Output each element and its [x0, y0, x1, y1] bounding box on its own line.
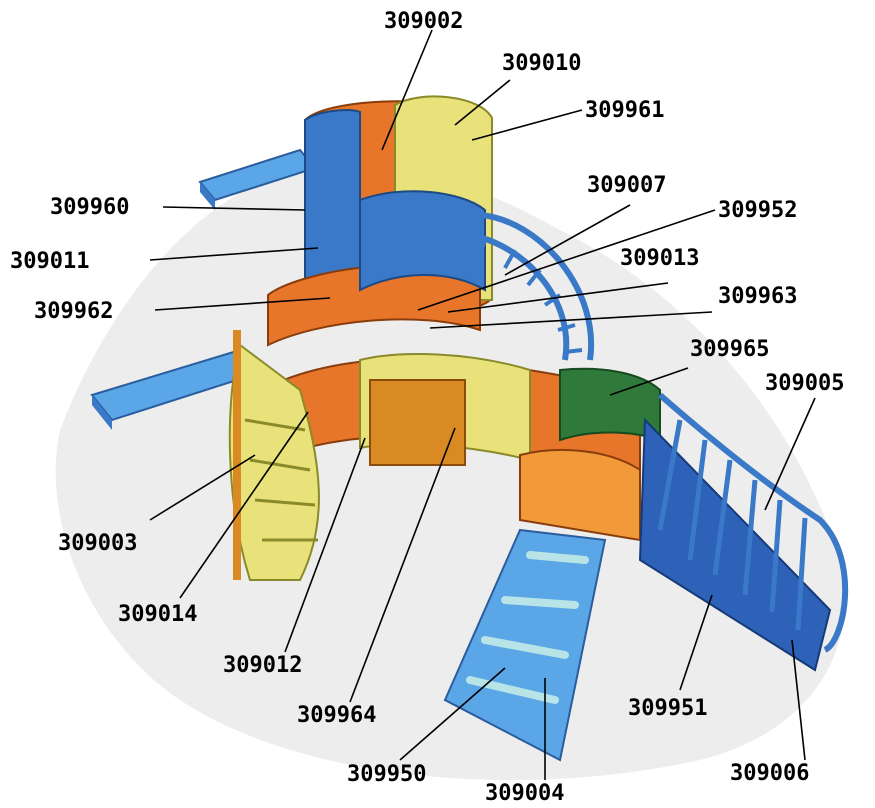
- leader-309003: [149, 454, 256, 521]
- part-label-309961: 309961: [585, 98, 664, 123]
- leader-309962: [154, 297, 331, 311]
- spiral-ladder: [228, 330, 320, 581]
- leader-309005: [764, 397, 816, 511]
- part-label-309003: 309003: [58, 531, 137, 556]
- part-label-309965: 309965: [690, 337, 769, 362]
- part-label-309964: 309964: [297, 703, 376, 728]
- leader-309014: [179, 411, 309, 599]
- part-label-309963: 309963: [718, 284, 797, 309]
- leader-309960: [162, 206, 306, 211]
- leader-309007: [504, 204, 631, 276]
- part-label-309014: 309014: [118, 602, 197, 627]
- part-label-309012: 309012: [223, 653, 302, 678]
- part-label-309006: 309006: [730, 761, 809, 786]
- leader-309950: [399, 667, 506, 761]
- leader-309006: [791, 639, 806, 761]
- part-label-309950: 309950: [347, 762, 426, 787]
- leader-309952: [417, 209, 716, 311]
- leader-309013: [447, 282, 669, 313]
- part-label-309004: 309004: [485, 781, 564, 806]
- arch-ladder: [469, 212, 595, 361]
- leader-309002: [381, 29, 433, 151]
- part-label-309010: 309010: [502, 51, 581, 76]
- right-climber: [638, 392, 849, 672]
- front-ramp: [443, 528, 607, 762]
- part-label-309002: 309002: [384, 9, 463, 34]
- ground-shadow: [55, 163, 845, 781]
- main-deck: [254, 353, 661, 542]
- part-label-309962: 309962: [34, 299, 113, 324]
- part-label-309952: 309952: [718, 198, 797, 223]
- part-label-309951: 309951: [628, 696, 707, 721]
- leader-309011: [149, 247, 319, 261]
- playground-structure: [90, 95, 849, 762]
- part-label-309011: 309011: [10, 249, 89, 274]
- leader-309951: [679, 594, 713, 691]
- part-label-309960: 309960: [50, 195, 129, 220]
- part-labels: 309002 309010 309961 309007 309952 30996…: [10, 9, 844, 806]
- part-label-309013: 309013: [620, 246, 699, 271]
- leader-lines: [149, 29, 816, 780]
- leader-309965: [609, 367, 689, 396]
- leader-309964: [349, 427, 456, 703]
- part-label-309005: 309005: [765, 371, 844, 396]
- part-label-309007: 309007: [587, 173, 666, 198]
- leader-309963: [429, 311, 713, 329]
- leader-309012: [284, 437, 366, 653]
- middle-deck: [267, 190, 486, 347]
- leader-309961: [471, 109, 583, 141]
- leader-309010: [454, 79, 511, 126]
